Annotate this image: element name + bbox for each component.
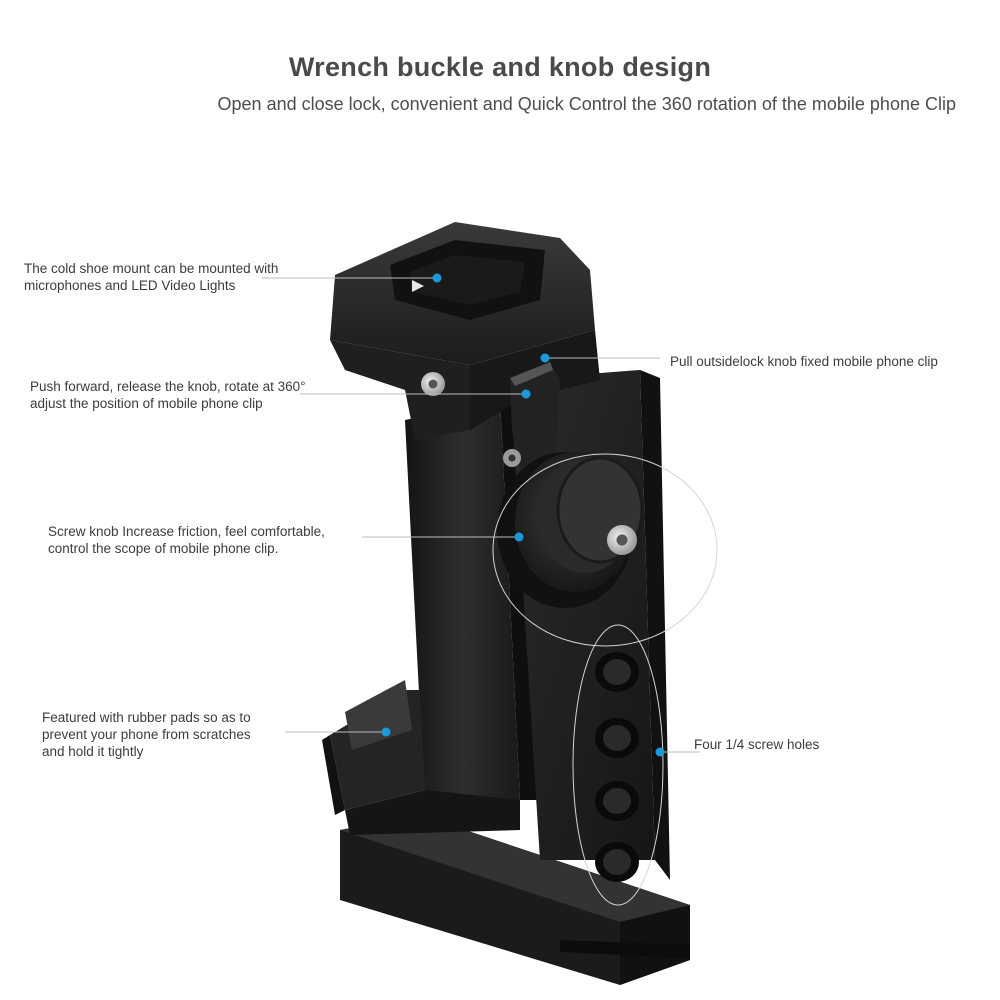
screw-holes (572, 624, 664, 906)
callout-push-forward: Push forward, release the knob, rotate a… (30, 378, 306, 412)
wrench-lever (503, 362, 560, 470)
callout-screw-knob-line2: control the scope of mobile phone clip. (48, 541, 279, 556)
dot-lock-knob (540, 353, 550, 363)
callout-lock-knob-line1: Pull outsidelock knob fixed mobile phone… (670, 354, 938, 369)
page-subtitle: Open and close lock, convenient and Quic… (217, 94, 956, 114)
callout-lock-knob: Pull outsidelock knob fixed mobile phone… (670, 353, 938, 370)
callout-push-forward-line1: Push forward, release the knob, rotate a… (30, 379, 306, 394)
bottom-jaw (322, 680, 520, 835)
callout-rubber-pads-line1: Featured with rubber pads so as to (42, 710, 251, 725)
callout-cold-shoe-line2: microphones and LED Video Lights (24, 278, 236, 293)
callout-screw-knob-line1: Screw knob Increase friction, feel comfo… (48, 524, 325, 539)
top-head (330, 222, 600, 440)
callout-rubber-pads-line2: prevent your phone from scratches (42, 727, 251, 742)
callout-rubber-pads-line3: and hold it tightly (42, 744, 144, 759)
dot-screw-holes (655, 747, 665, 757)
page-title: Wrench buckle and knob design (288, 52, 712, 82)
dot-rubber-pads (381, 727, 391, 737)
dot-screw-knob (514, 532, 524, 542)
callout-rubber-pads: Featured with rubber pads so as to preve… (42, 709, 251, 760)
callout-screw-knob: Screw knob Increase friction, feel comfo… (48, 523, 325, 557)
callout-cold-shoe: The cold shoe mount can be mounted with … (24, 260, 278, 294)
callout-cold-shoe-line1: The cold shoe mount can be mounted with (24, 261, 279, 276)
dot-cold-shoe (432, 273, 442, 283)
callout-screw-holes: Four 1/4 screw holes (694, 736, 819, 753)
leader-lines (262, 277, 700, 753)
dot-push-forward (521, 389, 531, 399)
callout-screw-holes-line1: Four 1/4 screw holes (694, 737, 820, 752)
callout-dots (381, 273, 665, 757)
callout-push-forward-line2: adjust the position of mobile phone clip (30, 396, 263, 411)
base-plate (340, 815, 690, 985)
screw-knob (492, 452, 718, 647)
